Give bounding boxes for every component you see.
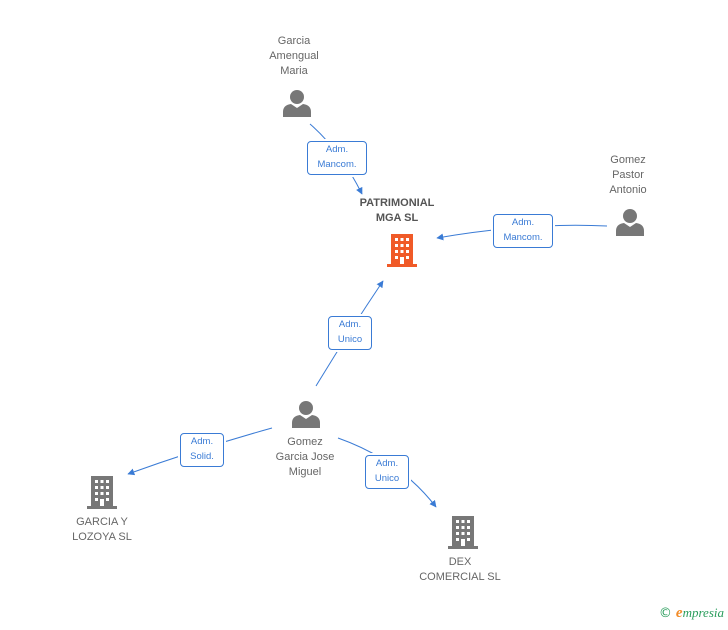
node-label-garcia-lozoya[interactable]: GARCIA Y LOZOYA SL <box>72 516 132 543</box>
node-label-dex-comercial[interactable]: DEX COMERCIAL SL <box>419 556 501 583</box>
node-label-garcia-amengual[interactable]: Garcia Amengual Maria <box>269 35 319 77</box>
person-icon[interactable] <box>616 209 644 236</box>
person-icon[interactable] <box>283 90 311 117</box>
person-icon[interactable] <box>292 401 320 428</box>
edge-label-adm-solid[interactable]: Adm. Solid. <box>180 433 224 467</box>
node-label-gomez-pastor[interactable]: Gomez Pastor Antonio <box>609 154 647 196</box>
building-icon[interactable] <box>448 516 478 549</box>
edge-label-adm-unico[interactable]: Adm. Unico <box>365 455 409 489</box>
building-icon[interactable] <box>387 234 417 267</box>
copyright-symbol: © <box>658 606 672 621</box>
edge-label-adm-mancom[interactable]: Adm. Mancom. <box>493 214 553 248</box>
empresia-watermark: ©empresia <box>659 605 724 622</box>
edge-label-adm-unico[interactable]: Adm. Unico <box>328 316 372 350</box>
brand-initial: e <box>675 605 683 621</box>
edge-label-adm-mancom[interactable]: Adm. Mancom. <box>307 141 367 175</box>
node-label-patrimonial-mga[interactable]: PATRIMONIAL MGA SL <box>359 197 435 224</box>
brand-name: mpresia <box>682 605 724 620</box>
building-icon[interactable] <box>87 476 117 509</box>
node-label-gomez-garcia[interactable]: Gomez Garcia Jose Miguel <box>275 436 335 478</box>
